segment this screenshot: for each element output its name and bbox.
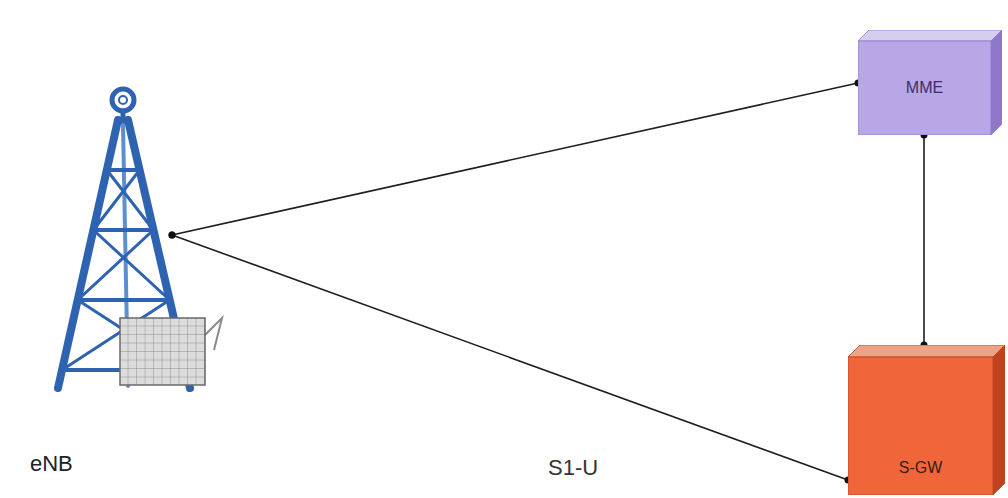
sgw-box: S-GW — [848, 345, 1005, 495]
interface-label: S1-U — [545, 455, 601, 481]
box-label: MME — [906, 79, 943, 97]
mme-box: MME — [858, 30, 1002, 135]
interface-line — [172, 83, 858, 235]
interface-line — [172, 235, 848, 480]
antenna-panel — [120, 318, 222, 385]
endpoint-dot — [169, 232, 176, 239]
base-station: eNB — [25, 85, 220, 485]
box-label: S-GW — [899, 459, 943, 477]
interface-line — [923, 135, 925, 345]
endpoint-dot — [169, 232, 176, 239]
node-label: eNB — [30, 451, 73, 477]
